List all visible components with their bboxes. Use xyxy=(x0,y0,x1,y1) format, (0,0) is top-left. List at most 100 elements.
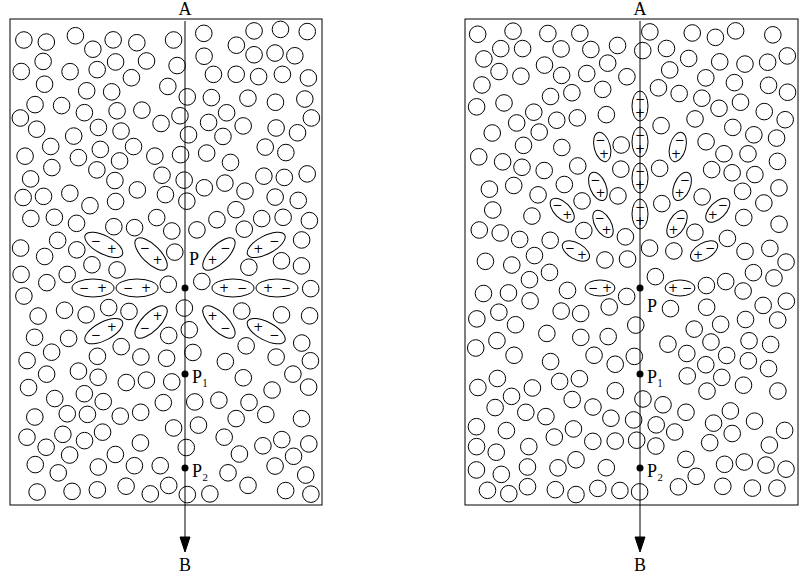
particle xyxy=(737,56,754,73)
particle xyxy=(498,422,515,439)
particle xyxy=(585,433,602,450)
particle xyxy=(202,486,219,503)
particle xyxy=(26,329,43,346)
particle xyxy=(163,223,180,240)
charge-sign: − xyxy=(635,201,645,213)
particle xyxy=(732,94,749,111)
particle xyxy=(35,188,52,205)
particle xyxy=(511,231,528,248)
particle xyxy=(241,394,258,411)
particle xyxy=(285,448,302,465)
particle xyxy=(179,193,196,210)
dipole-group xyxy=(72,91,734,349)
particle xyxy=(491,304,508,321)
dipole xyxy=(243,227,289,263)
particle xyxy=(599,55,616,72)
particle xyxy=(89,482,106,499)
dipole xyxy=(130,301,172,343)
particle xyxy=(303,486,320,503)
particle xyxy=(519,478,536,495)
particle xyxy=(228,201,245,218)
particle xyxy=(572,329,589,346)
particle xyxy=(467,340,484,357)
particle xyxy=(153,115,170,132)
particle xyxy=(471,222,488,239)
particle xyxy=(551,373,568,390)
particle xyxy=(572,25,589,42)
particle xyxy=(601,299,618,316)
particle xyxy=(155,394,172,411)
charge-sign: + xyxy=(602,282,612,294)
particle xyxy=(769,480,786,497)
particle xyxy=(701,434,718,451)
particle xyxy=(600,328,617,345)
particle xyxy=(698,133,715,150)
particle xyxy=(724,164,741,181)
particle xyxy=(766,270,783,287)
particle xyxy=(488,444,505,461)
particle xyxy=(578,65,595,82)
arrowhead xyxy=(180,537,190,552)
dipole xyxy=(591,130,614,163)
particle xyxy=(132,435,149,452)
particle xyxy=(716,456,733,473)
particle xyxy=(92,141,109,158)
particle xyxy=(769,153,786,170)
particle xyxy=(521,271,538,288)
particle xyxy=(736,454,753,471)
particle xyxy=(546,429,563,446)
particle xyxy=(776,422,793,439)
particle xyxy=(19,429,36,446)
particle xyxy=(491,63,508,80)
particle xyxy=(82,197,99,214)
particle xyxy=(747,166,764,183)
particle xyxy=(619,68,636,85)
particle xyxy=(619,251,636,268)
particle xyxy=(105,32,122,49)
particle xyxy=(228,410,245,427)
particle xyxy=(505,23,522,40)
particle xyxy=(554,139,571,156)
particle xyxy=(185,344,202,361)
particle xyxy=(240,477,257,494)
particle xyxy=(172,146,189,163)
particle xyxy=(503,388,520,405)
particle xyxy=(154,167,171,184)
particle xyxy=(769,312,786,329)
particle xyxy=(501,485,518,502)
charge-sign: − xyxy=(718,199,728,211)
particle xyxy=(134,102,151,119)
particle xyxy=(125,138,142,155)
particle xyxy=(302,352,319,369)
particle xyxy=(30,308,47,325)
particle xyxy=(55,426,72,443)
particle xyxy=(607,356,624,373)
particle xyxy=(727,23,744,40)
particle xyxy=(568,451,585,468)
particle xyxy=(468,438,485,455)
dipole xyxy=(198,233,240,275)
particle xyxy=(493,466,510,483)
particle xyxy=(666,424,683,441)
particle xyxy=(133,349,150,366)
particle xyxy=(586,347,603,364)
particle xyxy=(123,69,140,86)
particle xyxy=(27,456,44,473)
particle xyxy=(671,85,688,102)
particle xyxy=(148,209,165,226)
particle xyxy=(179,89,196,106)
particle xyxy=(27,96,44,113)
particle xyxy=(568,486,585,503)
particle xyxy=(565,421,582,438)
charge-sign: − xyxy=(91,329,101,341)
dipole xyxy=(116,279,158,297)
charge-sign: + xyxy=(635,143,645,155)
axis-group xyxy=(180,21,645,552)
particle xyxy=(494,154,511,171)
particle xyxy=(65,128,82,145)
particle xyxy=(39,274,56,291)
particle xyxy=(662,300,679,317)
particle xyxy=(654,195,671,212)
particle xyxy=(735,377,752,394)
particle xyxy=(109,103,126,120)
